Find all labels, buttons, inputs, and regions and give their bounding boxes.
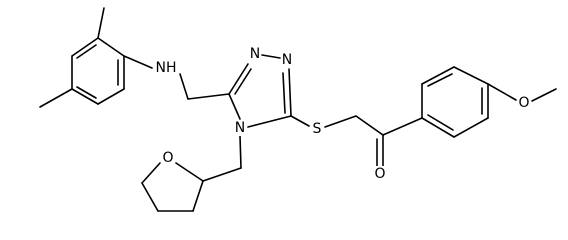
atom-n-2: N [281,52,293,68]
atom-label-n: N [282,52,292,68]
bond [141,162,161,184]
bond [453,117,489,138]
bond [192,180,204,212]
bond [261,54,281,59]
atom-label-n: N [250,46,260,62]
bond [324,115,357,128]
bond [427,73,453,87]
bond [97,88,125,105]
atom-label-o: O [374,166,385,182]
bond [97,7,105,39]
bond [239,135,242,169]
bond [179,73,189,100]
bond [71,88,99,105]
atom-o-methoxy: O [518,95,531,111]
atom-labels: NH N N N S O O O [153,46,531,182]
bond [202,167,242,182]
bonds [39,7,557,212]
bond [290,115,310,127]
bond [531,88,557,102]
bond [175,162,204,182]
bond [76,86,97,99]
bond [288,68,292,117]
atom-o-keto: O [374,166,386,182]
bond [71,37,99,57]
atom-s: S [311,121,323,137]
atom-nh: NH [153,60,179,76]
atom-o-thf: O [161,150,174,166]
molecule-structure: NH N N N S O O O [39,7,557,212]
atom-n-4: N [234,120,246,136]
atom-label-n: N [235,120,245,136]
bond [76,44,97,59]
bond [421,66,455,85]
bond [355,115,384,136]
atom-label-s: S [313,121,322,137]
atom-label-o: O [518,95,529,111]
atom-n-1: N [249,46,261,62]
bond [382,117,423,136]
bond [247,115,292,128]
bond [234,68,252,95]
bond [123,55,153,69]
bond [228,93,241,120]
atom-label-o: O [162,150,173,166]
bond [187,93,230,100]
bond [97,37,125,57]
bond [141,182,159,212]
bond [39,88,73,108]
molecule-canvas: NH N N N S O O O [39,7,557,212]
bond [228,63,249,95]
bond [282,72,286,114]
bond [421,117,455,138]
bond [453,66,489,85]
bond [487,83,517,101]
bond [427,114,454,131]
atom-label-nh: NH [156,60,177,76]
